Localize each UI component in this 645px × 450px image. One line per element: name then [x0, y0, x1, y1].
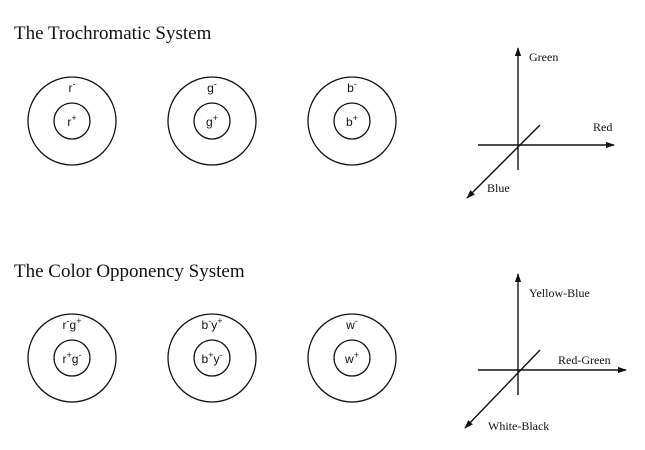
inner-label: b+ [346, 113, 358, 129]
cone-letter: y [213, 352, 220, 366]
cone-letter: g [69, 318, 77, 332]
receptive-field-cell [307, 313, 397, 403]
surround-ring [27, 313, 117, 403]
cone-letter: w [345, 352, 354, 366]
cone-letter: g [206, 115, 213, 129]
cone-letter: r [67, 115, 72, 129]
cone-letter: g [71, 352, 79, 366]
polarity-sign: - [353, 79, 357, 89]
section-title: The Color Opponency System [14, 261, 245, 282]
inner-label: w+ [345, 350, 359, 366]
polarity-sign: - [208, 316, 212, 326]
receptive-field-cell [167, 76, 257, 166]
cone-letter: r [68, 81, 73, 95]
axis-label-horizontal: Red-Green [558, 353, 611, 367]
outer-label: g- [207, 79, 217, 95]
cone-letter: w [346, 318, 355, 332]
cone-letter: b [201, 352, 209, 366]
polarity-sign: + [71, 113, 77, 123]
polarity-sign: + [353, 350, 359, 360]
cone-letter: b [347, 81, 354, 95]
outer-label: r-g+ [62, 316, 82, 332]
receptive-field-cell [27, 313, 117, 403]
polarity-sign: + [76, 316, 82, 326]
cone-letter: b [201, 318, 209, 332]
center-ring [333, 339, 371, 377]
surround-ring [167, 76, 257, 166]
polarity-sign: + [217, 316, 223, 326]
outer-label: b-y+ [201, 316, 223, 332]
inner-label: g+ [206, 113, 218, 129]
axis-label-vertical: Green [529, 50, 559, 64]
cone-letter: b [346, 115, 353, 129]
color-space-axes [464, 273, 627, 429]
outer-label: b- [347, 79, 357, 95]
inner-label: b+y- [201, 350, 223, 366]
outer-label: r- [68, 79, 76, 95]
center-ring [53, 339, 91, 377]
polarity-sign: - [219, 350, 223, 360]
receptive-field-cell [27, 76, 117, 166]
polarity-sign: - [66, 316, 70, 326]
axis-label-vertical: Yellow-Blue [529, 286, 590, 300]
axis-label-depth: White-Black [488, 419, 550, 433]
polarity-sign: + [352, 113, 358, 123]
cone-letter: y [211, 318, 218, 332]
receptive-field-cell [167, 313, 257, 403]
polarity-sign: - [78, 350, 82, 360]
center-ring [193, 339, 231, 377]
cone-letter: r [62, 352, 67, 366]
section-title: The Trochromatic System [14, 23, 212, 44]
center-ring [333, 102, 371, 140]
polarity-sign: - [354, 316, 358, 326]
surround-ring [27, 76, 117, 166]
cone-letter: r [62, 318, 67, 332]
axis-arrow-depth [464, 349, 541, 429]
cone-letter: g [207, 81, 214, 95]
polarity-sign: + [208, 350, 214, 360]
surround-ring [307, 313, 397, 403]
center-ring [53, 102, 91, 140]
axis-label-horizontal: Red [593, 120, 613, 134]
axis-arrow-depth [466, 124, 541, 199]
color-space-axes [466, 47, 615, 199]
inner-label: r+g- [62, 350, 82, 366]
polarity-sign: - [72, 79, 76, 89]
polarity-sign: + [212, 113, 218, 123]
polarity-sign: - [213, 79, 217, 89]
receptive-field-cell [307, 76, 397, 166]
axis-label-depth: Blue [487, 181, 510, 195]
polarity-sign: + [66, 350, 72, 360]
surround-ring [167, 313, 257, 403]
inner-label: r+ [67, 113, 77, 129]
center-ring [193, 102, 231, 140]
outer-label: w- [346, 316, 358, 332]
surround-ring [307, 76, 397, 166]
